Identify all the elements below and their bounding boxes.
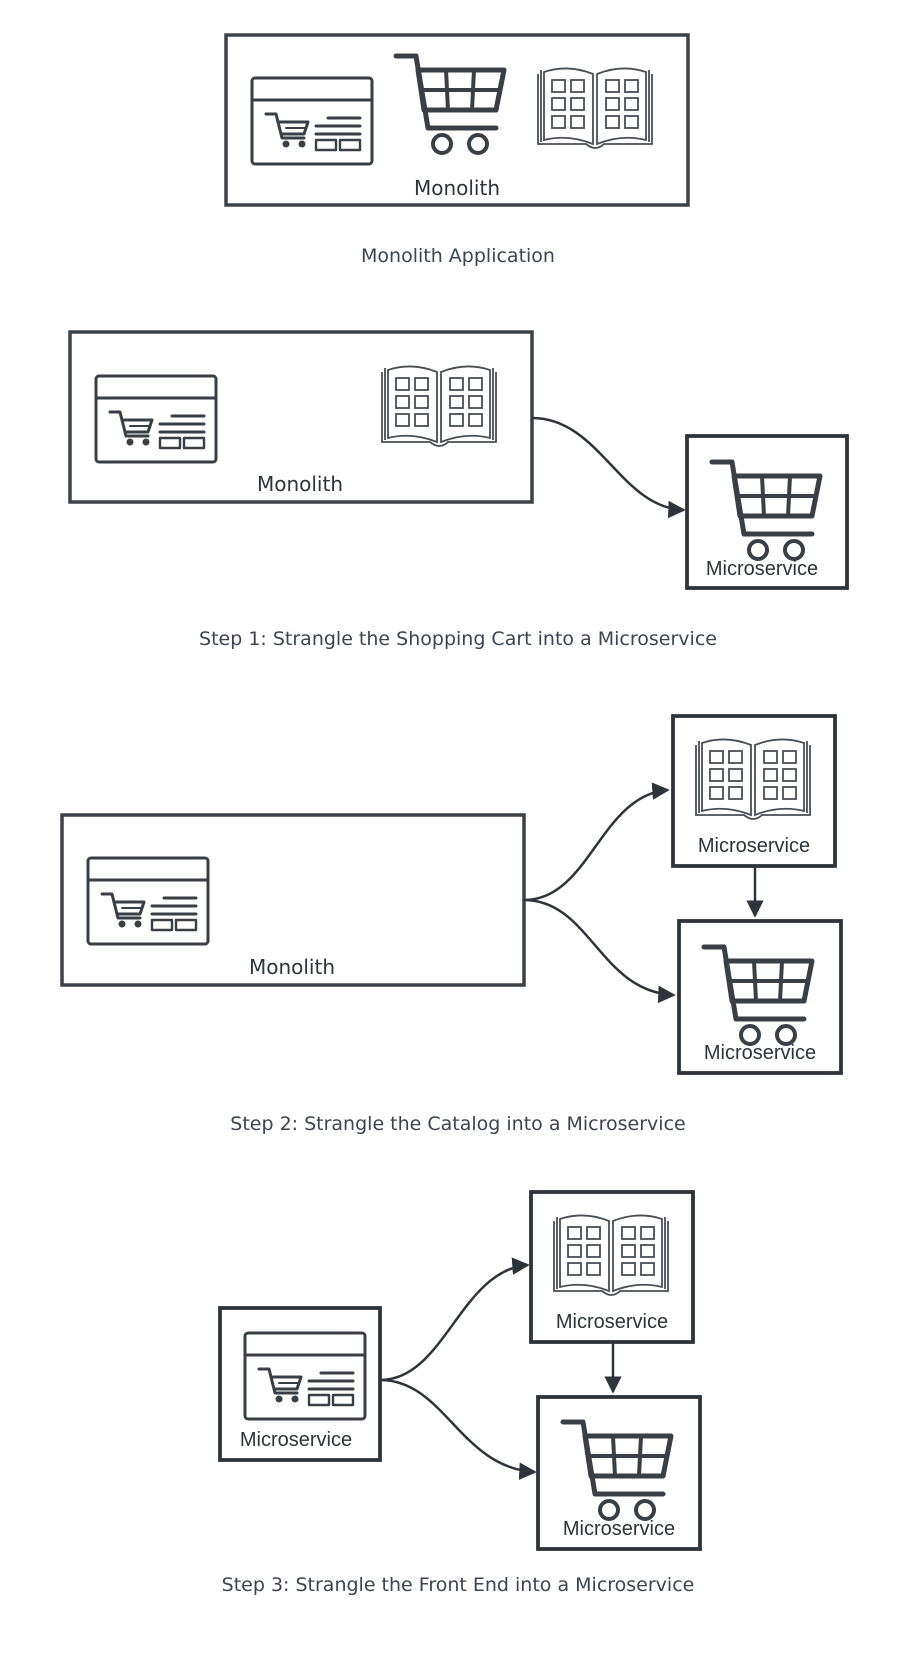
- monolith-label: Monolith: [414, 176, 500, 200]
- stage-monolith-application: Monolith Monolith Application: [224, 33, 690, 267]
- microservice-label: Microservice: [563, 1518, 675, 1540]
- microservice-label: Microservice: [556, 1311, 668, 1333]
- microservice-label: Microservice: [240, 1429, 352, 1451]
- stage-caption: Step 3: Strangle the Front End into a Mi…: [222, 1574, 695, 1596]
- microservice-label: Microservice: [706, 558, 818, 580]
- microservice-label: Microservice: [704, 1042, 816, 1064]
- arrow-monolith-to-cart: [523, 898, 676, 1004]
- arrow-monolith-to-catalog: [523, 782, 670, 902]
- stage-caption: Monolith Application: [361, 245, 555, 267]
- stage-step-1: Monolith Microservice Step 1: Strangle t…: [68, 330, 849, 650]
- stage-caption: Step 2: Strangle the Catalog into a Micr…: [230, 1113, 685, 1135]
- stage-step-2: Monolith Microservice Microservice Step …: [60, 714, 843, 1135]
- monolith-box: [60, 813, 526, 987]
- stage-step-3: Microservice Microservice Microservice S…: [218, 1190, 702, 1596]
- arrow-monolith-to-cart: [531, 416, 686, 519]
- catalog-microservice-box: [529, 1190, 695, 1344]
- monolith-box: [68, 330, 534, 504]
- monolith-label: Monolith: [249, 955, 335, 979]
- monolith-box: [224, 33, 690, 207]
- arrow-frontend-to-catalog: [379, 1257, 530, 1382]
- stage-caption: Step 1: Strangle the Shopping Cart into …: [199, 628, 717, 650]
- microservice-label: Microservice: [698, 835, 810, 857]
- monolith-label: Monolith: [257, 472, 343, 496]
- arrow-frontend-to-cart: [379, 1378, 537, 1480]
